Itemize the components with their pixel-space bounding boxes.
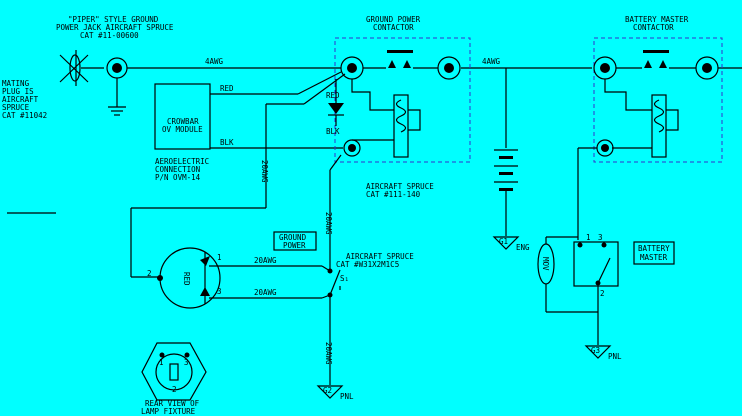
wire-label-blk: BLK	[220, 138, 234, 147]
ground-g2-icon	[316, 385, 344, 399]
crowbar-wires	[210, 71, 343, 149]
lamp-text: RED	[182, 272, 191, 286]
piper-jack-label: "PIPER" STYLE GROUND POWER JACK AIRCRAFT…	[56, 15, 178, 40]
lamp-icon	[157, 247, 221, 309]
bm-coil-icon	[604, 79, 679, 158]
fixture-pin-3: 3	[184, 358, 189, 367]
ground-g1-label: ENG	[516, 243, 530, 252]
bm-pin-3: 3	[598, 233, 603, 242]
wire-label-blk-diode: BLK	[326, 127, 340, 136]
ground-g2-label: PNL	[340, 392, 354, 401]
battery-icon	[494, 68, 518, 236]
wire-label-20awg-lamp1: 20AWG	[254, 256, 277, 265]
aeroelectric-label: AEROELECTRIC CONNECTION P/N OVM-14	[155, 157, 214, 182]
diode-icon	[328, 79, 344, 126]
gp-contact-bar	[363, 50, 438, 69]
gp-contactor-terminal-right	[437, 56, 461, 80]
bm-pin-1: 1	[586, 233, 591, 242]
bm-coil-terminal	[596, 139, 614, 157]
ground-g1-icon	[492, 236, 520, 250]
aircraft-spruce-111-label: AIRCRAFT SPRUCE CAT #111-140	[366, 182, 438, 199]
mov-icon	[537, 236, 598, 313]
bm-contact-bar	[616, 50, 696, 69]
lamp-pin-1: 1	[217, 253, 222, 262]
battery-master-switch-icon	[573, 241, 619, 345]
gp-contactor-terminal-left	[340, 56, 364, 80]
wire-label-4awg-left: 4AWG	[205, 57, 224, 66]
battery-master-contactor-label: BATTERY MASTER CONTACTOR	[625, 15, 693, 32]
rear-view-label: REAR VIEW OF LAMP FIXTURE	[141, 399, 204, 416]
lamp-feed-wire	[130, 73, 346, 278]
mating-plug-icon	[59, 50, 104, 86]
ground-power-switch-icon	[327, 268, 341, 385]
battery-master-box	[633, 241, 675, 265]
battery-master-contactor-box	[593, 37, 723, 163]
aircraft-spruce-switch-label: AIRCRAFT SPRUCE CAT #W31X2M1C5	[336, 252, 418, 269]
lamp-pin-3: 3	[217, 287, 222, 296]
wire-label-20awg-pnl: 20AWG	[324, 342, 333, 365]
wire-label-red: RED	[220, 84, 234, 93]
wire-label-20awg-mid: 20AWG	[324, 212, 333, 235]
bm-contactor-terminal-right	[695, 56, 719, 80]
mov-label: MOV	[541, 257, 550, 271]
ground-power-box-label: GROUND POWER	[279, 233, 311, 250]
ground-power-contactor-label: GROUND POWER CONTACTOR	[366, 15, 425, 32]
wire-label-4awg-right: 4AWG	[482, 57, 501, 66]
ground-g3-icon	[584, 345, 612, 359]
crowbar-label: CROWBAR OV MODULE	[162, 117, 203, 134]
crowbar-ov-module	[154, 83, 211, 150]
gp-coil-terminal	[343, 139, 361, 157]
ground-power-contactor-box	[334, 37, 471, 163]
wire-label-red-diode: RED	[326, 91, 340, 100]
gp-coil-icon	[351, 79, 421, 158]
lamp-fixture-icon	[141, 342, 207, 401]
bm-contactor-terminal-left	[593, 56, 617, 80]
bm-coil-feed-wire	[577, 147, 597, 240]
ground-g3-label: PNL	[608, 352, 622, 361]
fixture-pin-2: 2	[172, 385, 177, 394]
mating-plug-label: MATING PLUG IS AIRCRAFT SPRUCE CAT #1104…	[2, 79, 47, 120]
switch-feed-wire	[329, 154, 342, 270]
ground-g3-code: G3	[591, 346, 600, 355]
lamp-pin-2: 2	[147, 269, 152, 278]
ground-power-box	[273, 231, 317, 251]
ground-g2-code: G2	[323, 386, 332, 395]
battery-master-box-label: BATTERY MASTER	[638, 244, 674, 262]
ground-power-jack-icon	[106, 57, 128, 116]
wire-label-20awg-left: 20AWG	[260, 160, 269, 183]
bm-pin-2: 2	[600, 289, 605, 298]
switch-s-label: S₁	[340, 274, 349, 283]
lamp-to-switch-wires	[209, 265, 331, 299]
wire-label-20awg-lamp3: 20AWG	[254, 288, 277, 297]
ground-g1-code: G1	[499, 237, 508, 246]
fixture-pin-1: 1	[159, 358, 164, 367]
